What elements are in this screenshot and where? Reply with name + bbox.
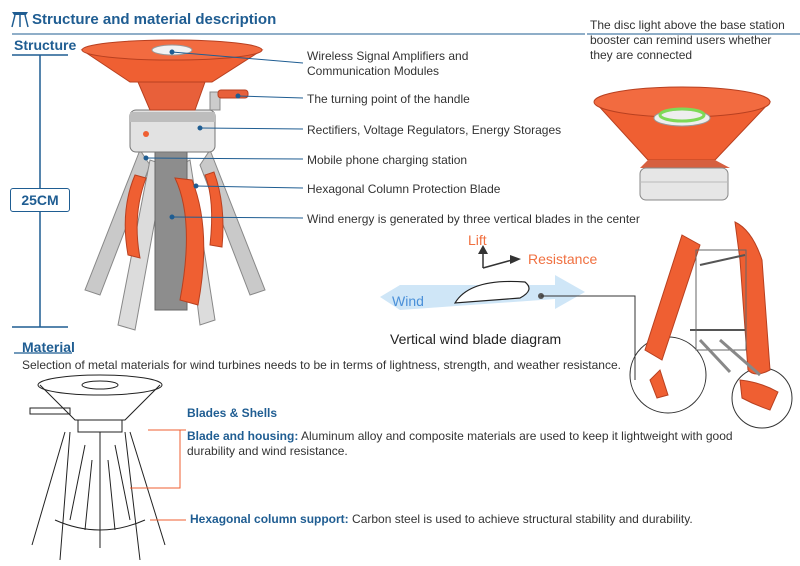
hex-support-note: Hexagonal column support: Carbon steel i… xyxy=(190,512,693,526)
turbine-render xyxy=(80,39,266,331)
blade-housing-label: Blade and housing: xyxy=(187,429,299,443)
callout-charging-station: Mobile phone charging station xyxy=(307,153,468,167)
callout-protection-blade: Hexagonal Column Protection Blade xyxy=(307,182,501,196)
blade-assembly-render xyxy=(644,221,779,411)
turbine-line-drawing xyxy=(29,374,166,561)
callout-wind-energy: Wind energy is generated by three vertic… xyxy=(307,212,640,226)
wind-label: Wind xyxy=(392,293,424,309)
hex-support-text: Carbon steel is used to achieve structur… xyxy=(352,512,693,526)
blade-housing-note: Blade and housing: Aluminum alloy and co… xyxy=(187,429,757,459)
callout-rectifiers: Rectifiers, Voltage Regulators, Energy S… xyxy=(307,123,562,137)
material-description: Selection of metal materials for wind tu… xyxy=(22,358,621,372)
disc-light-note: The disc light above the base station bo… xyxy=(590,18,785,62)
turbine-logo-icon xyxy=(11,12,29,28)
structure-heading: Structure xyxy=(14,37,77,53)
blades-shells-heading: Blades & Shells xyxy=(187,406,278,420)
disc-light-render xyxy=(587,33,800,201)
material-heading: Material xyxy=(22,339,75,355)
blade-housing-text: Aluminum alloy and composite materials a… xyxy=(187,429,733,458)
callout-handle: The turning point of the handle xyxy=(307,92,470,106)
callout-wireless: Wireless Signal Amplifiers and Communica… xyxy=(307,49,469,78)
lift-label: Lift xyxy=(468,232,487,248)
page-title: Structure and material description xyxy=(32,11,277,28)
material-leaders xyxy=(130,429,186,521)
resistance-label: Resistance xyxy=(528,251,598,267)
height-label: 25CM xyxy=(10,188,70,212)
callout-leaders xyxy=(143,49,304,220)
hex-support-label: Hexagonal column support: xyxy=(190,512,349,526)
wind-diagram-caption: Vertical wind blade diagram xyxy=(390,331,562,347)
